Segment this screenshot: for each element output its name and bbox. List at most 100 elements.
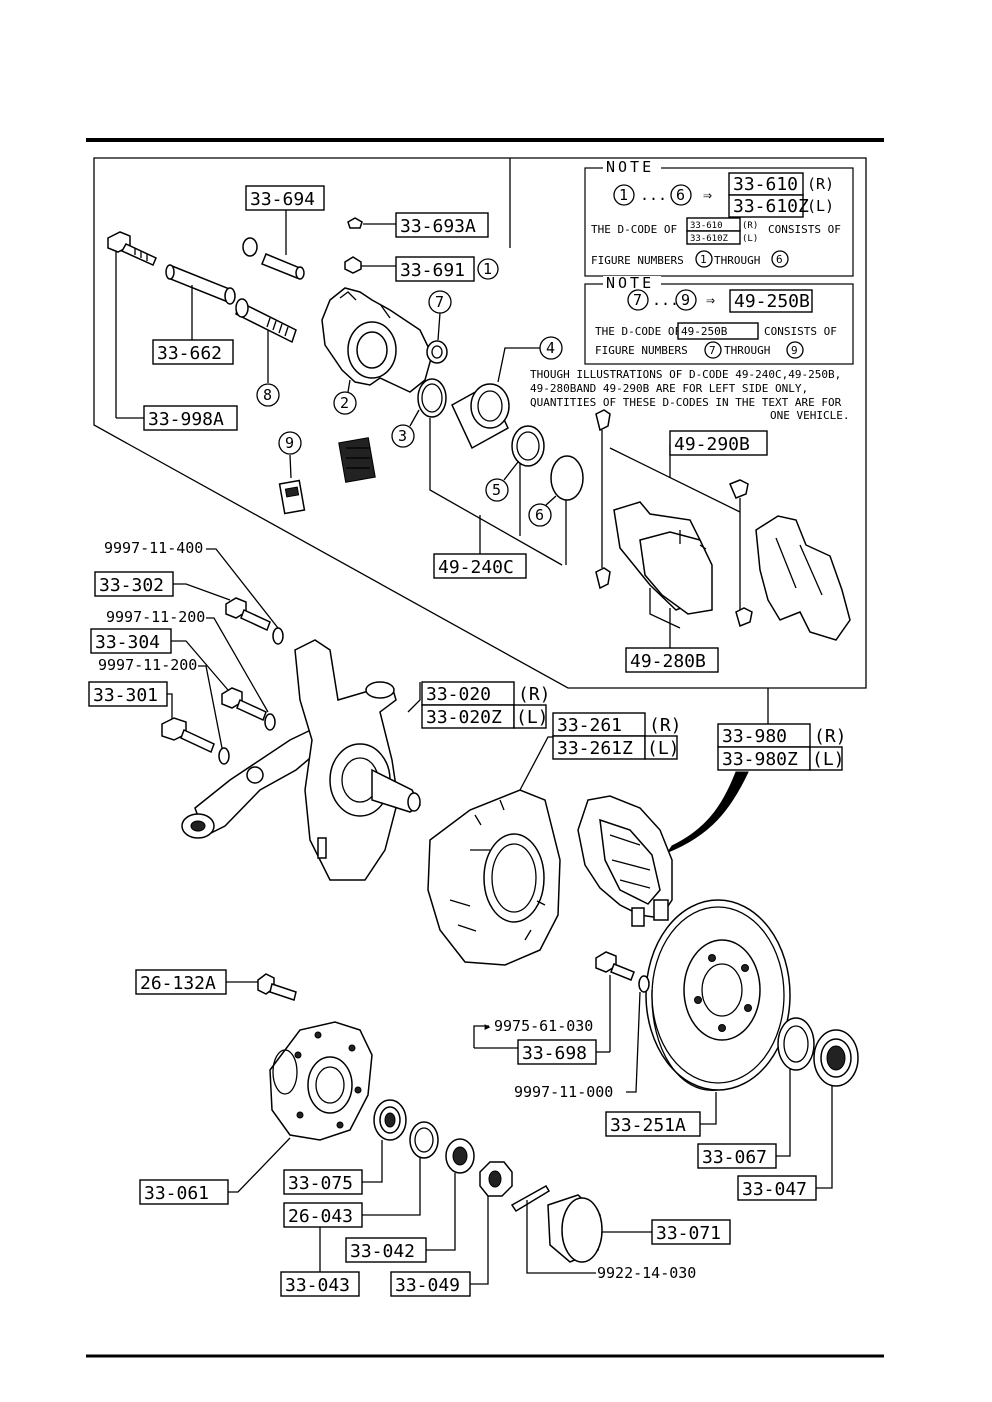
label-49-240C: 49-240C: [438, 557, 514, 578]
label-33-061: 33-061: [144, 1183, 209, 1204]
note-1-small-code-l: 33-610Z: [690, 234, 729, 244]
figure-number-7: 7: [435, 293, 444, 311]
label-33-302: 33-302: [99, 575, 164, 596]
caliper-bolt: [107, 231, 157, 266]
bolt-33-302: [225, 597, 271, 632]
label-9975-61-030: 9975-61-030: [494, 1017, 593, 1035]
pad-spring-lower: [735, 607, 753, 628]
figure-number-3: 3: [398, 427, 407, 445]
note-1-range-end: 6: [676, 186, 685, 204]
washer-9997-11-400: [272, 627, 284, 645]
washer-9997-11-200-b: [218, 747, 230, 765]
note-2-code: 49-250B: [734, 291, 810, 312]
label-49-290B: 49-290B: [674, 434, 750, 455]
note-1-code-l: 33-610Z: [733, 196, 809, 217]
label-33-261-side-l: (L): [647, 738, 680, 759]
bearing-race: [409, 1121, 439, 1159]
lock-nut: [479, 1161, 513, 1197]
label-33-301: 33-301: [93, 685, 158, 706]
label-33-020-side-l: (L): [516, 707, 549, 728]
label-49-280B: 49-280B: [630, 651, 706, 672]
label-33-693A: 33-693A: [400, 216, 476, 237]
steering-knuckle: [294, 639, 421, 881]
figure-number-4: 4: [546, 339, 555, 357]
bleeder-screw: [344, 256, 396, 274]
note-2-fig-start: 7: [709, 344, 716, 357]
remark-line-1: THOUGH ILLUSTRATIONS OF D-CODE 49-240C,4…: [530, 368, 841, 381]
steering-arm: [181, 726, 323, 839]
remark-text: THOUGH ILLUSTRATIONS OF D-CODE 49-240C,4…: [530, 368, 849, 422]
figure-number-5: 5: [492, 481, 501, 499]
label-33-067: 33-067: [702, 1147, 767, 1168]
label-33-662: 33-662: [157, 343, 222, 364]
figure-number-6: 6: [535, 506, 544, 524]
note-1-ellipsis: ...: [640, 186, 667, 204]
note-1-small-code-r: 33-610: [690, 221, 723, 231]
note-2-text-d: THROUGH: [724, 344, 770, 357]
note-2-arrow: ⇒: [706, 291, 715, 309]
note-1-side-r: (R): [807, 175, 834, 193]
shim-set: [338, 437, 376, 483]
arrow-9975-61-030: ▸: [483, 1017, 492, 1035]
label-33-998A: 33-998A: [148, 409, 224, 430]
note-box-1: NOTE 1 ... 6 ⇒ 33-610 33-610Z (R) (L) TH…: [584, 158, 854, 277]
label-33-980-side-r: (R): [814, 726, 847, 747]
note-2-text-c: FIGURE NUMBERS: [595, 344, 688, 357]
label-9997-11-200-b: 9997-11-200: [98, 656, 197, 674]
guide-pin: [235, 298, 297, 344]
label-33-071: 33-071: [656, 1223, 721, 1244]
note-1-text-a: THE D-CODE OF: [591, 223, 677, 236]
disc-bolt: [595, 951, 635, 981]
note-2-text-b: CONSISTS OF: [764, 325, 837, 338]
label-33-691: 33-691: [400, 260, 465, 281]
label-33-698: 33-698: [522, 1043, 587, 1064]
note-2-range-start: 7: [633, 291, 642, 309]
note-1-code-r: 33-610: [733, 174, 798, 195]
note-2-range-end: 9: [681, 291, 690, 309]
note-1-side-l: (L): [807, 197, 834, 215]
remark-line-4: ONE VEHICLE.: [770, 409, 849, 422]
inner-bearing: [373, 1099, 407, 1141]
note-1-small-side-l: (L): [742, 234, 758, 244]
outer-bearing: [813, 1029, 859, 1087]
bolt-33-301: [161, 717, 215, 754]
caliper-body: [321, 287, 433, 393]
note-2-fig-end: 9: [791, 344, 798, 357]
wheel-hub: [269, 1021, 373, 1141]
label-33-020Z: 33-020Z: [426, 707, 502, 728]
guide-sleeve: [165, 264, 236, 305]
label-9922-14-030: 9922-14-030: [597, 1264, 696, 1282]
label-33-043: 33-043: [285, 1275, 350, 1296]
figure-number-1: 1: [483, 260, 492, 278]
label-33-075: 33-075: [288, 1173, 353, 1194]
label-33-261: 33-261: [557, 715, 622, 736]
dust-boot: [242, 237, 305, 280]
label-33-020-side-r: (R): [518, 684, 551, 705]
note-1-text-d: THROUGH: [714, 254, 760, 267]
figure-number-2: 2: [340, 394, 349, 412]
grease-cap: [547, 1194, 603, 1263]
note-1-heading: NOTE: [606, 158, 654, 176]
washer-9997-11-200-a: [264, 713, 276, 731]
label-33-694: 33-694: [250, 189, 315, 210]
label-9997-11-400: 9997-11-400: [104, 539, 203, 557]
o-ring: [550, 455, 584, 501]
caliper-assembly-outline: [93, 157, 867, 689]
note-1-text-b: CONSISTS OF: [768, 223, 841, 236]
note-1-text-c: FIGURE NUMBERS: [591, 254, 684, 267]
remark-line-3: QUANTITIES OF THESE D-CODES IN THE TEXT …: [530, 396, 842, 409]
caliper-piston: [451, 383, 510, 450]
figure-number-9: 9: [285, 434, 294, 452]
small-bearing: [445, 1138, 475, 1174]
note-1-fig-end: 6: [776, 253, 783, 266]
label-33-261-side-r: (R): [649, 715, 682, 736]
pad-wear-clip-upper: [595, 409, 611, 432]
note-1-range-start: 1: [619, 186, 628, 204]
label-9997-11-000: 9997-11-000: [514, 1083, 613, 1101]
label-33-980-side-l: (L): [812, 749, 845, 770]
label-33-020: 33-020: [426, 684, 491, 705]
note-2-ellipsis: ...: [652, 291, 679, 309]
dust-shield: [427, 789, 561, 966]
cotter-pin: [510, 1184, 551, 1213]
note-2-heading: NOTE: [606, 274, 654, 292]
